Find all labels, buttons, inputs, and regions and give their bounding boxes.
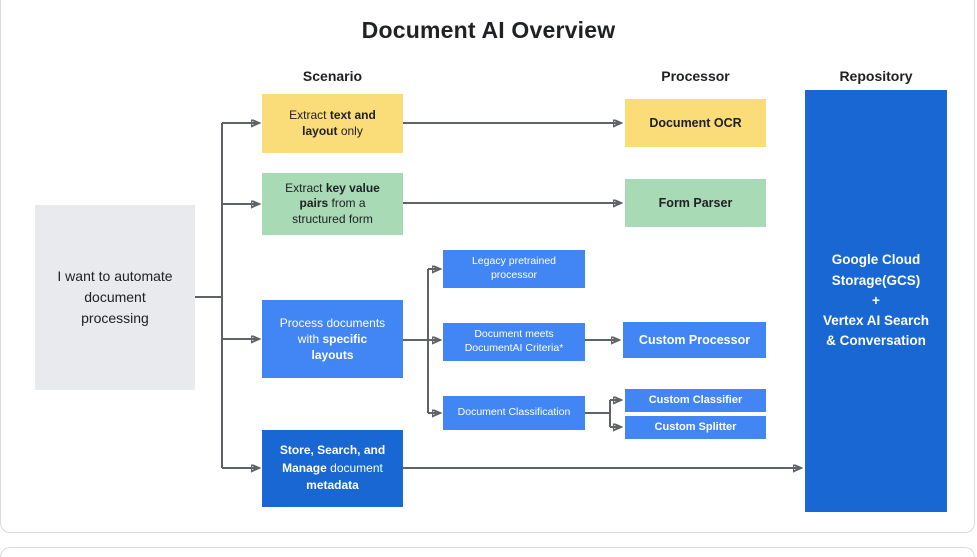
option-label: Document Classification: [457, 406, 571, 419]
processor-form-parser: Form Parser: [625, 179, 766, 227]
scenario-label: Extract text and layout only: [289, 107, 376, 138]
processor-label: Form Parser: [658, 195, 733, 210]
repository-label: Google Cloud Storage(GCS) + Vertex AI Se…: [822, 252, 930, 349]
start-node-label: I want to automate document processing: [57, 268, 173, 326]
column-header-repository: Repository: [839, 68, 913, 84]
repository-gcs-vertex-ai: Google Cloud Storage(GCS) + Vertex AI Se…: [805, 90, 947, 512]
column-header-processor: Processor: [661, 68, 730, 84]
scenario-label: Extract key value pairs from a structure…: [285, 180, 380, 226]
option-label: Legacy pretrained processor: [471, 255, 557, 281]
processor-label: Document OCR: [649, 115, 742, 130]
processor-label: Custom Processor: [638, 332, 751, 347]
processor-custom-classifier: Custom Classifier: [625, 389, 766, 412]
option-document-classification: Document Classification: [443, 396, 585, 430]
next-card-edge: [0, 547, 975, 557]
column-header-scenario: Scenario: [302, 68, 363, 84]
page-title: Document AI Overview: [361, 17, 616, 43]
processor-custom-processor: Custom Processor: [623, 322, 766, 358]
scenario-extract-text-layout: Extract text and layout only: [262, 94, 403, 153]
processor-document-ocr: Document OCR: [625, 99, 766, 147]
scenario-store-search-manage-metadata: Store, Search, and Manage document metad…: [262, 430, 403, 507]
option-document-meets-documentai-criteria: Document meets DocumentAI Criteria*: [443, 323, 585, 361]
scenario-extract-key-value-pairs: Extract key value pairs from a structure…: [262, 173, 403, 235]
processor-label: Custom Classifier: [648, 394, 743, 407]
start-node-automate-document-processing: I want to automate document processing: [35, 205, 195, 390]
processor-custom-splitter: Custom Splitter: [625, 416, 766, 439]
scenario-label: Process documents with specific layouts: [279, 315, 386, 363]
scenario-process-specific-layouts: Process documents with specific layouts: [262, 300, 403, 378]
scenario-label: Store, Search, and Manage document metad…: [279, 443, 386, 493]
option-label: Document meets DocumentAI Criteria*: [464, 328, 564, 354]
option-legacy-pretrained-processor: Legacy pretrained processor: [443, 250, 585, 288]
processor-label: Custom Splitter: [654, 421, 737, 434]
